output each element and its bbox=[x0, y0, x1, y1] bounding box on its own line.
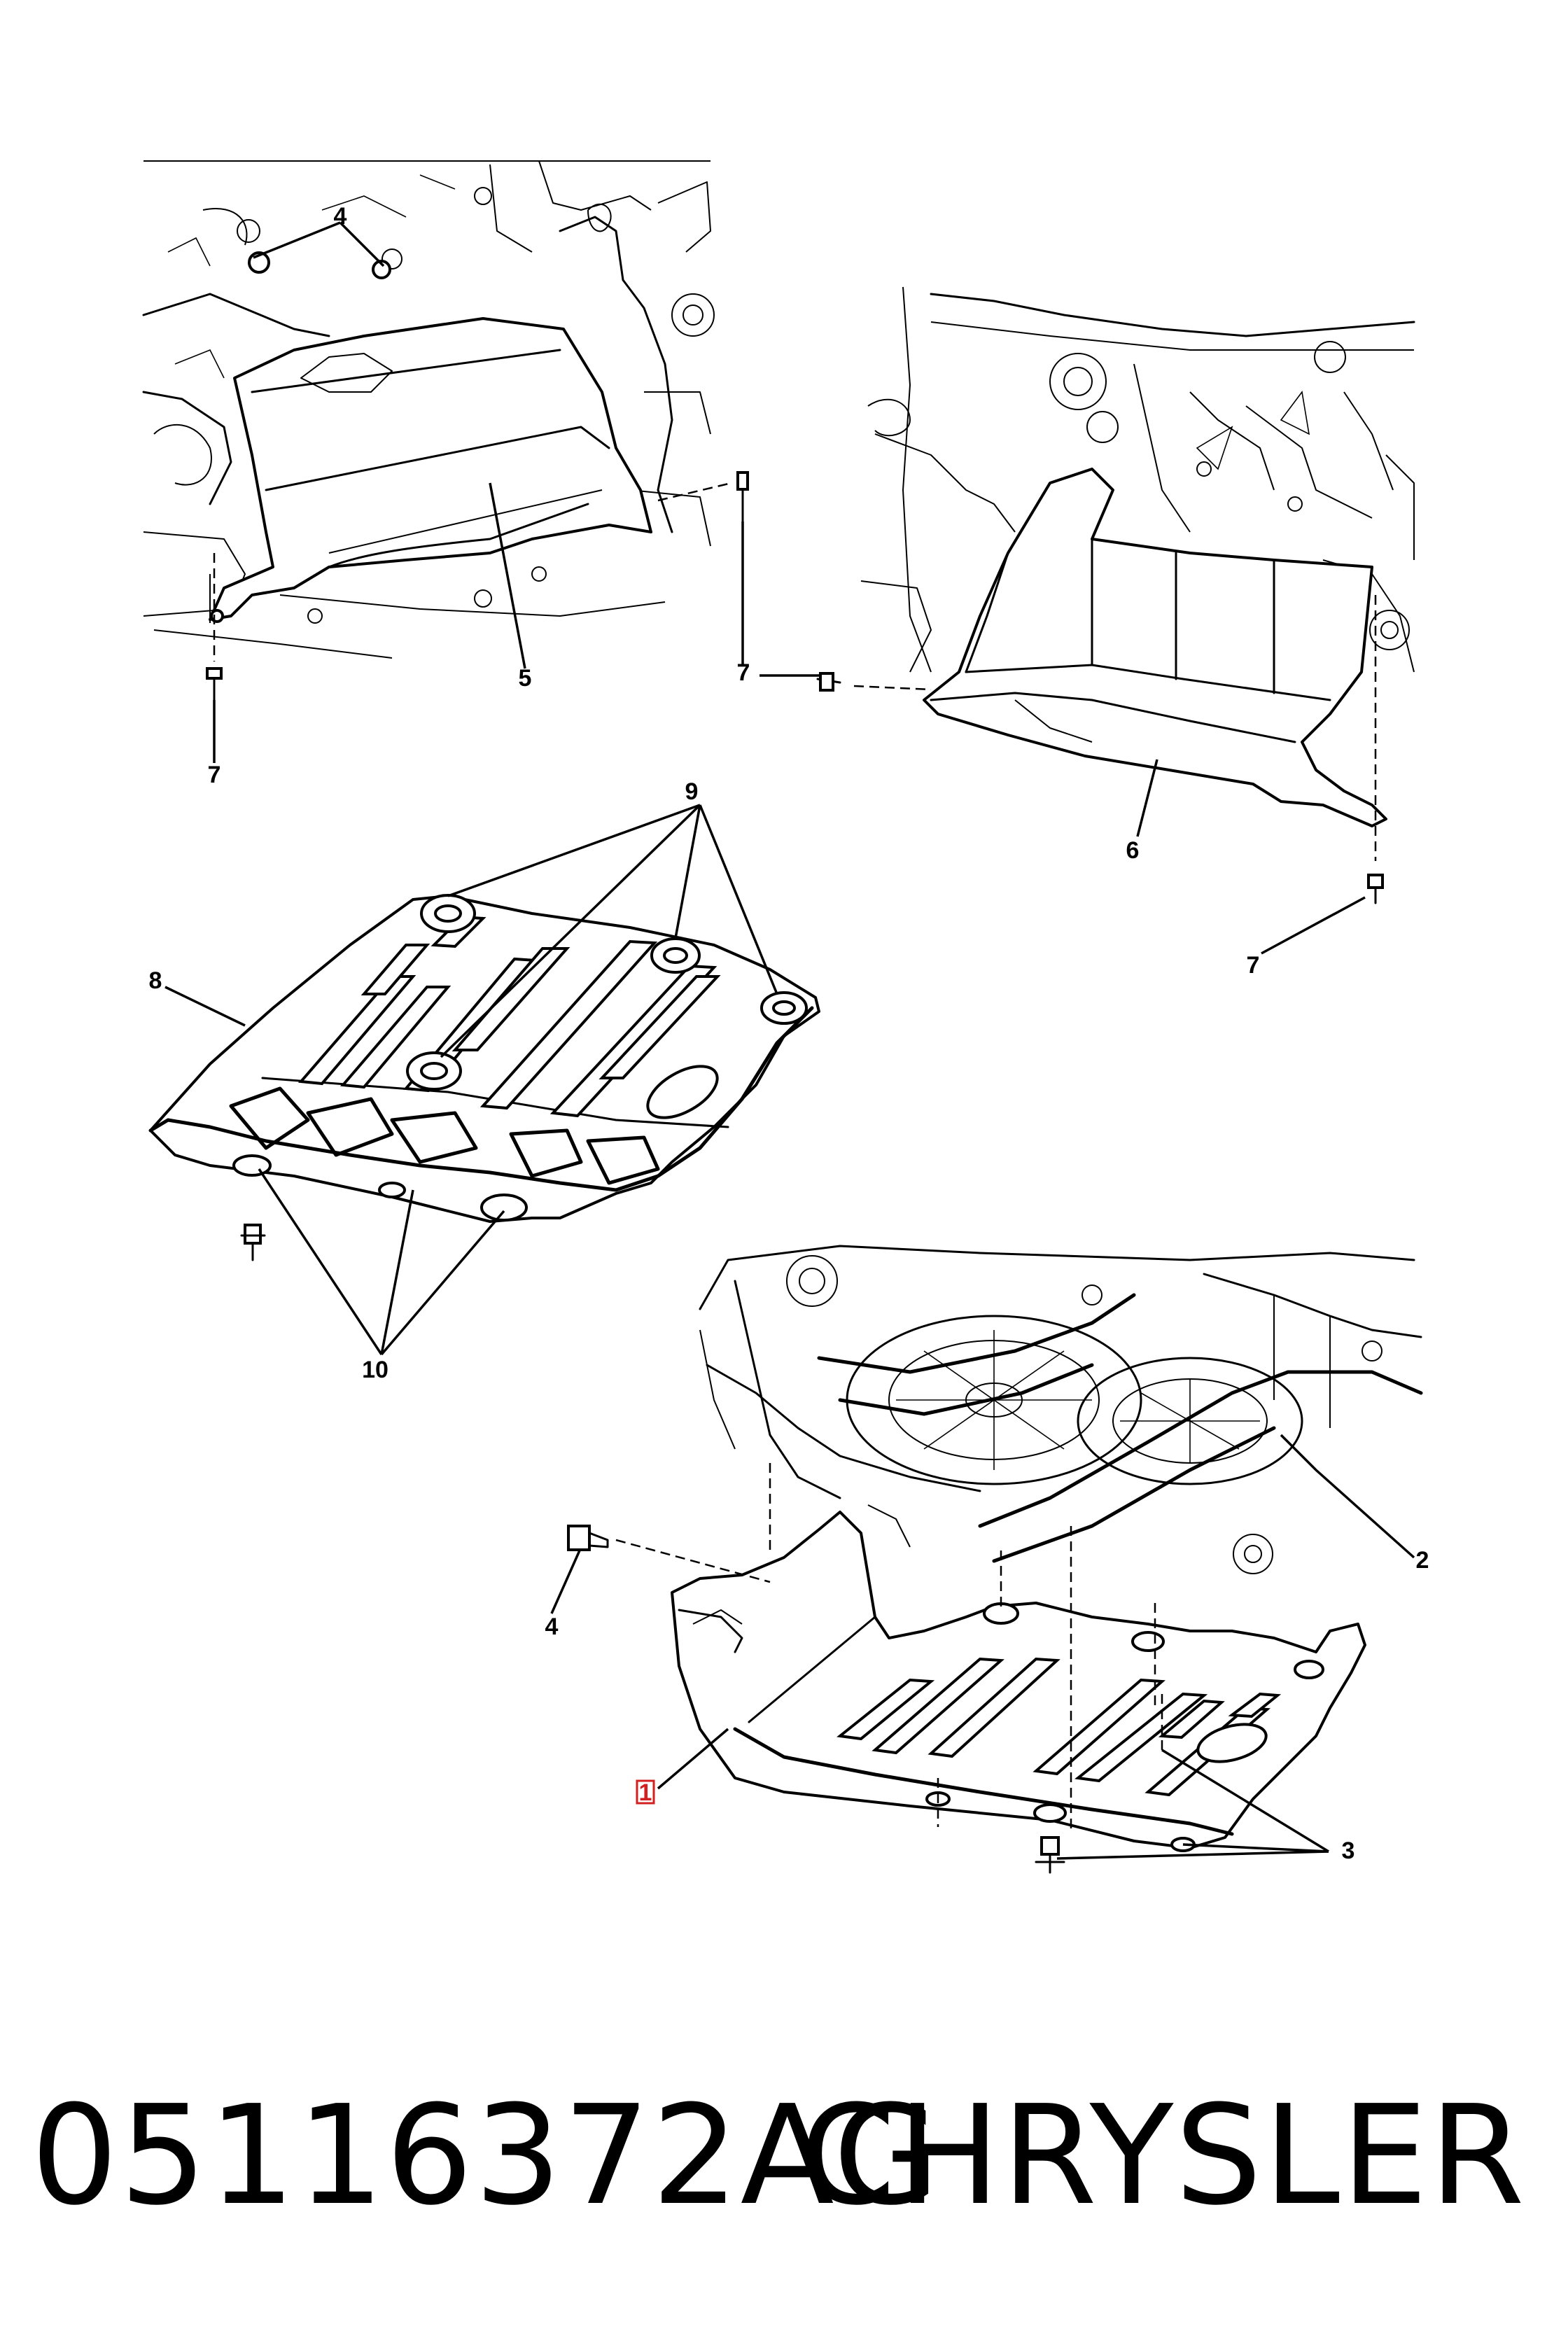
view-skid-plate-assembly bbox=[550, 1245, 1423, 1874]
callout-8: 8 bbox=[149, 967, 162, 994]
callout-3: 3 bbox=[1342, 1837, 1355, 1864]
callout-10: 10 bbox=[362, 1357, 388, 1383]
part-number: 05116372AG bbox=[31, 2076, 941, 2236]
callout-7-mid: 7 bbox=[737, 659, 750, 686]
view-splash-shield-left bbox=[142, 160, 749, 763]
parts-diagram: 4 5 7 7 6 7 9 8 10 2 4 3 1 bbox=[142, 160, 1429, 1874]
callout-7-right: 7 bbox=[1247, 952, 1260, 979]
callout-7-left: 7 bbox=[208, 762, 221, 788]
brand-name: CHRYSLER bbox=[799, 2076, 1526, 2236]
callout-9: 9 bbox=[685, 778, 699, 805]
callout-4-top: 4 bbox=[334, 203, 347, 230]
view-splash-shield-right bbox=[760, 286, 1415, 955]
callout-5: 5 bbox=[519, 665, 532, 692]
callout-1: 1 bbox=[639, 1779, 652, 1806]
callout-1-highlight-box bbox=[636, 1779, 655, 1805]
callout-2: 2 bbox=[1416, 1547, 1429, 1574]
view-skid-plate bbox=[148, 804, 820, 1356]
callout-6: 6 bbox=[1126, 837, 1140, 864]
callout-4-bottom: 4 bbox=[545, 1614, 559, 1640]
